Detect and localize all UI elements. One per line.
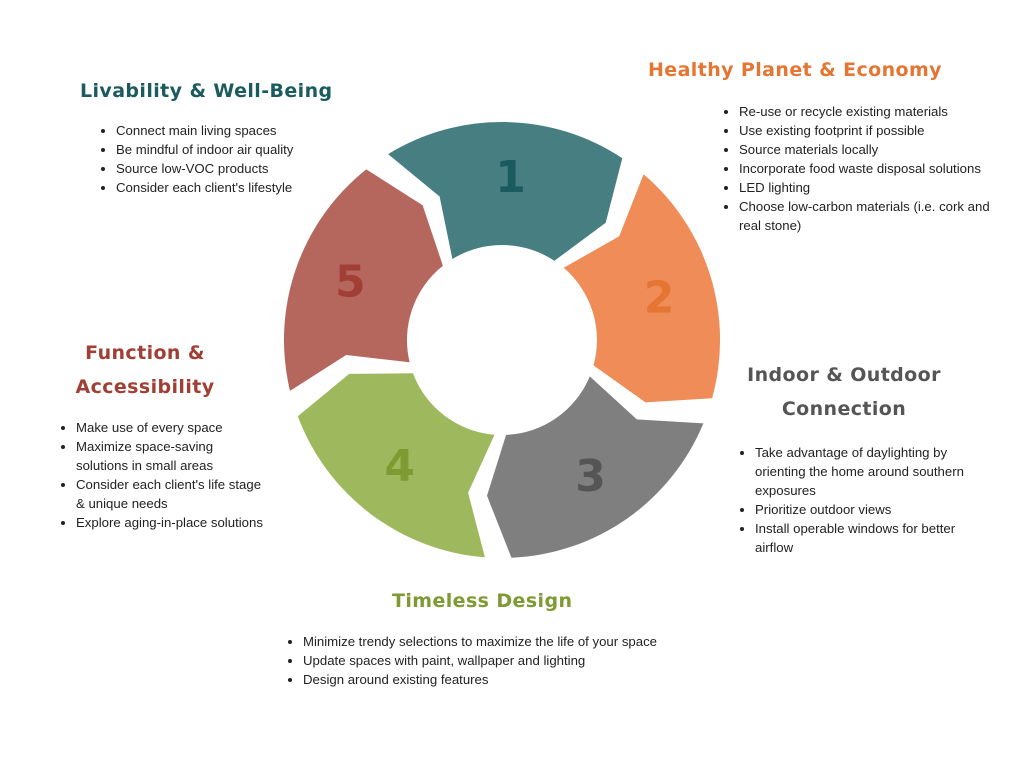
section-4-title-line: Timeless Design	[392, 590, 573, 612]
section-1-bullet-list: Connect main living spaces Be mindful of…	[96, 121, 316, 197]
section-2-bullet: Use existing footprint if possible	[739, 121, 1011, 140]
section-2-bullet: Incorporate food waste disposal solution…	[739, 159, 1011, 178]
segment-1: 1	[388, 121, 623, 261]
section-2-bullet: Choose low-carbon materials (i.e. cork a…	[739, 197, 1011, 235]
section-4-title: Timeless Design	[392, 584, 572, 618]
segment-5-number: 5	[335, 256, 366, 307]
section-4-bullet-list: Minimize trendy selections to maximize t…	[283, 632, 733, 689]
section-5-title: Function & Accessibility	[60, 336, 230, 404]
segment-3: 3	[487, 376, 704, 558]
section-5-bullet: Maximize space-saving solutions in small…	[76, 437, 266, 475]
section-1-bullet: Consider each client's lifestyle	[116, 178, 316, 197]
section-4-bullet: Minimize trendy selections to maximize t…	[303, 632, 733, 651]
section-1-bullet: Be mindful of indoor air quality	[116, 140, 316, 159]
segment-3-arrow	[487, 376, 704, 558]
section-1-title: Livability & Well-Being	[80, 74, 333, 108]
section-2-bullet-list: Re-use or recycle existing materials Use…	[719, 102, 1011, 235]
segment-5-arrow	[283, 169, 443, 391]
segment-5: 5	[283, 169, 443, 391]
section-3-title-line: Connection	[781, 398, 907, 420]
section-5-bullet-list: Make use of every space Maximize space-s…	[56, 418, 266, 532]
section-3-bullet: Take advantage of daylighting by orienti…	[755, 443, 970, 500]
section-5-bullet: Consider each client's life stage & uniq…	[76, 475, 266, 513]
section-3-title-line: Indoor & Outdoor	[747, 364, 941, 386]
segment-2-arrow	[563, 174, 721, 403]
section-2-bullet: Source materials locally	[739, 140, 1011, 159]
section-2-title: Healthy Planet & Economy	[648, 53, 942, 87]
section-3-bullet-list: Take advantage of daylighting by orienti…	[735, 443, 970, 557]
segment-4-number: 4	[384, 441, 415, 492]
section-1-title-line: Livability & Well-Being	[80, 80, 333, 102]
segment-1-arrow	[388, 121, 623, 261]
segment-4-arrow	[297, 373, 495, 558]
section-5-title-line: Function &	[85, 342, 205, 364]
section-1-bullet: Connect main living spaces	[116, 121, 316, 140]
segment-2-number: 2	[644, 272, 675, 323]
segment-2: 2	[563, 174, 721, 403]
section-5-title-line: Accessibility	[75, 376, 215, 398]
section-3-bullet: Install operable windows for better airf…	[755, 519, 970, 557]
section-3-bullet: Prioritize outdoor views	[755, 500, 970, 519]
section-1-bullet: Source low-VOC products	[116, 159, 316, 178]
section-4-bullet: Design around existing features	[303, 670, 733, 689]
segment-4: 4	[297, 373, 495, 558]
section-2-title-line: Healthy Planet & Economy	[648, 59, 942, 81]
segment-3-number: 3	[575, 451, 606, 502]
section-5-bullet: Make use of every space	[76, 418, 266, 437]
section-3-title: Indoor & Outdoor Connection	[736, 358, 952, 426]
section-2-bullet: LED lighting	[739, 178, 1011, 197]
segment-1-number: 1	[495, 152, 526, 203]
section-4-bullet: Update spaces with paint, wallpaper and …	[303, 651, 733, 670]
section-2-bullet: Re-use or recycle existing materials	[739, 102, 1011, 121]
section-5-bullet: Explore aging-in-place solutions	[76, 513, 266, 532]
